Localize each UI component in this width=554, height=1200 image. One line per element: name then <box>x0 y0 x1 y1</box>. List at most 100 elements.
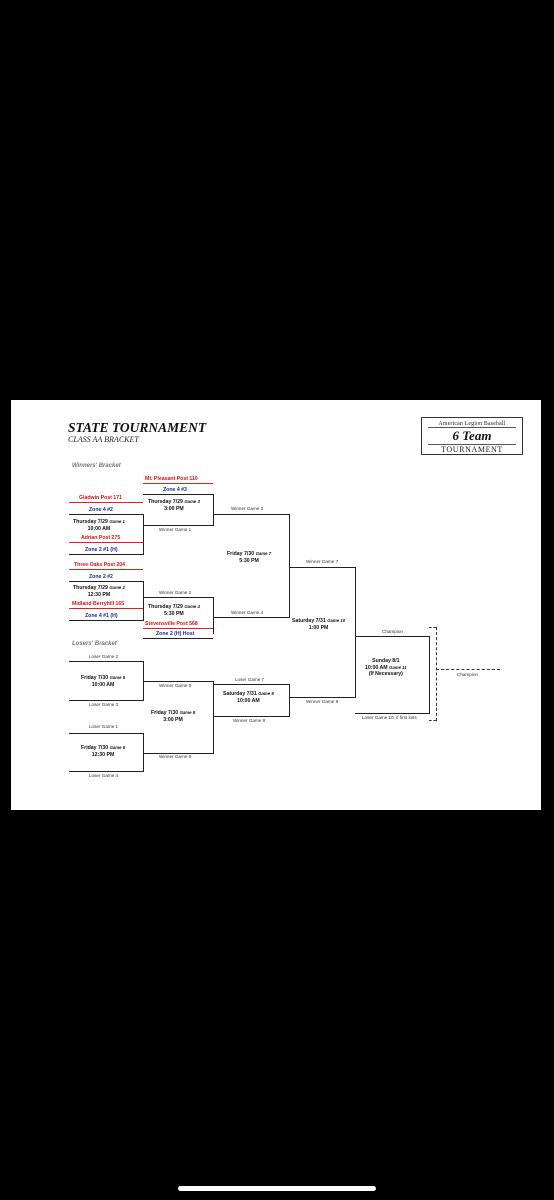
label-loser-game-7: Loser Game 7 <box>235 677 265 682</box>
team-gladwin: Gladwin Post 171 <box>79 495 122 501</box>
line <box>289 567 355 568</box>
bracket-sheet: STATE TOURNAMENT CLASS AA BRACKET Americ… <box>11 400 541 810</box>
dashed-line <box>436 627 437 721</box>
game-number: Game 2 <box>109 585 125 590</box>
logo-line-bottom: TOURNAMENT <box>441 445 503 454</box>
seed-zone4-1h: Zone 4 #1 (H) <box>85 613 118 619</box>
line <box>289 514 290 618</box>
game-date: Sunday 8/1 <box>372 658 400 664</box>
line <box>143 514 144 555</box>
line <box>69 502 143 503</box>
game-9-info: Saturday 7/31 Game 9 10:00 AM <box>223 691 274 704</box>
line <box>429 636 430 714</box>
line <box>69 771 143 772</box>
game-number: Game 3 <box>184 499 200 504</box>
game-time: 5:30 PM <box>164 610 184 617</box>
line <box>289 697 355 698</box>
game-6-info: Friday 7/30 Game 6 12:30 PM <box>81 745 125 758</box>
line <box>143 628 213 629</box>
game-number: Game 8 <box>179 710 196 715</box>
seed-zone4-2: Zone 4 #2 <box>89 507 113 513</box>
team-midland: Midland Berryhill 165 <box>72 601 125 607</box>
legion-logo: American Legion Baseball 6 Team TOURNAME… <box>421 417 523 455</box>
game-date: Thursday 7/29 <box>148 499 183 505</box>
page-subtitle: CLASS AA BRACKET <box>68 435 139 444</box>
game-3-info: Thursday 7/29 Game 3 3:00 PM <box>148 499 200 512</box>
label-winner-game-9: Winner Game 9 <box>306 699 339 704</box>
line <box>143 638 213 639</box>
logo-line-top: American Legion Baseball <box>438 421 506 427</box>
line <box>213 617 289 618</box>
line <box>143 581 144 621</box>
line <box>213 684 289 685</box>
team-three-oaks: Three Oaks Post 204 <box>74 562 126 568</box>
seed-zone2-host: Zone 2 (H) Host <box>156 631 195 637</box>
game-date: Saturday 7/31 <box>292 618 326 624</box>
dashed-line <box>429 627 436 628</box>
label-loser-game-2: Loser Game 2 <box>89 654 119 659</box>
line <box>213 494 214 526</box>
label-winner-game-7: Winner Game 7 <box>306 559 339 564</box>
team-mt-pleasant: Mt. Pleasant Post 110 <box>145 476 198 482</box>
game-time: 3:00 PM <box>163 716 183 723</box>
line <box>355 636 429 637</box>
line <box>69 542 143 543</box>
game-4-info: Thursday 7/29 Game 4 5:30 PM <box>148 604 200 617</box>
page-title: STATE TOURNAMENT <box>68 420 207 435</box>
line <box>69 554 143 555</box>
label-loser-game-3: Loser Game 3 <box>89 702 119 707</box>
status-bar <box>0 0 554 40</box>
line <box>143 525 213 526</box>
game-number: Game 11 <box>389 664 407 670</box>
line <box>69 514 143 515</box>
game-1-info: Thursday 7/29 Game 1 10:00 AM <box>73 519 125 532</box>
winners-heading: Winners' Bracket <box>72 463 121 469</box>
line <box>143 483 213 484</box>
seed-zone4-3: Zone 4 #3 <box>163 487 187 493</box>
line <box>213 597 214 634</box>
label-champion-game-10: Champion <box>382 629 403 634</box>
label-winner-game-2: Winner Game 2 <box>159 590 192 595</box>
game-date: Friday 7/30 <box>81 675 109 681</box>
game-number: Game 7 <box>255 551 272 556</box>
line <box>69 581 143 582</box>
game-time: 10:00 AM <box>87 525 111 532</box>
game-11-info: Sunday 8/1 10:00 AM Game 11 (If Necessar… <box>365 658 407 678</box>
label-winner-game-3: Winner Game 3 <box>231 506 264 511</box>
game-date: Saturday 7/31 <box>223 691 257 697</box>
game-note: (If Necessary) <box>368 671 403 677</box>
label-loser-game-10: Loser Game 10, if first loss <box>362 715 417 720</box>
label-loser-game-1: Loser Game 1 <box>89 724 119 729</box>
game-date: Friday 7/30 <box>227 551 255 557</box>
label-winner-game-1: Winner Game 1 <box>159 527 192 532</box>
game-time: 12:30 PM <box>91 751 115 758</box>
label-winner-game-4: Winner Game 4 <box>231 610 264 615</box>
game-number: Game 4 <box>184 604 200 609</box>
seed-zone2-2: Zone 2 #2 <box>89 574 113 580</box>
game-time: 3:00 PM <box>164 505 184 512</box>
dashed-line <box>429 720 436 721</box>
team-adrian: Adrian Post 275 <box>81 535 121 541</box>
line <box>213 681 214 754</box>
seed-zone2-1h: Zone 2 #1 (H) <box>85 547 118 553</box>
game-number: Game 1 <box>109 519 125 524</box>
game-number: Game 9 <box>258 691 274 696</box>
game-number: Game 10 <box>327 618 346 623</box>
line <box>69 700 143 701</box>
game-date: Friday 7/30 <box>81 745 109 751</box>
line <box>69 608 143 609</box>
line <box>69 620 143 621</box>
line <box>69 569 143 570</box>
team-stevensville: Stevensville Post 568 <box>145 621 198 627</box>
line <box>213 514 289 515</box>
line <box>213 716 289 717</box>
game-5-info: Friday 7/30 Game 5 10:00 AM <box>81 675 125 688</box>
game-number: Game 5 <box>109 675 126 680</box>
game-time: 10:00 AM <box>237 697 260 704</box>
line <box>355 567 356 698</box>
label-winner-game-5: Winner Game 5 <box>159 683 192 688</box>
dashed-line <box>436 669 500 670</box>
label-winner-game-6: Winner Game 6 <box>159 754 192 759</box>
game-8-info: Friday 7/30 Game 8 3:00 PM <box>151 710 195 723</box>
home-indicator[interactable] <box>178 1186 376 1191</box>
